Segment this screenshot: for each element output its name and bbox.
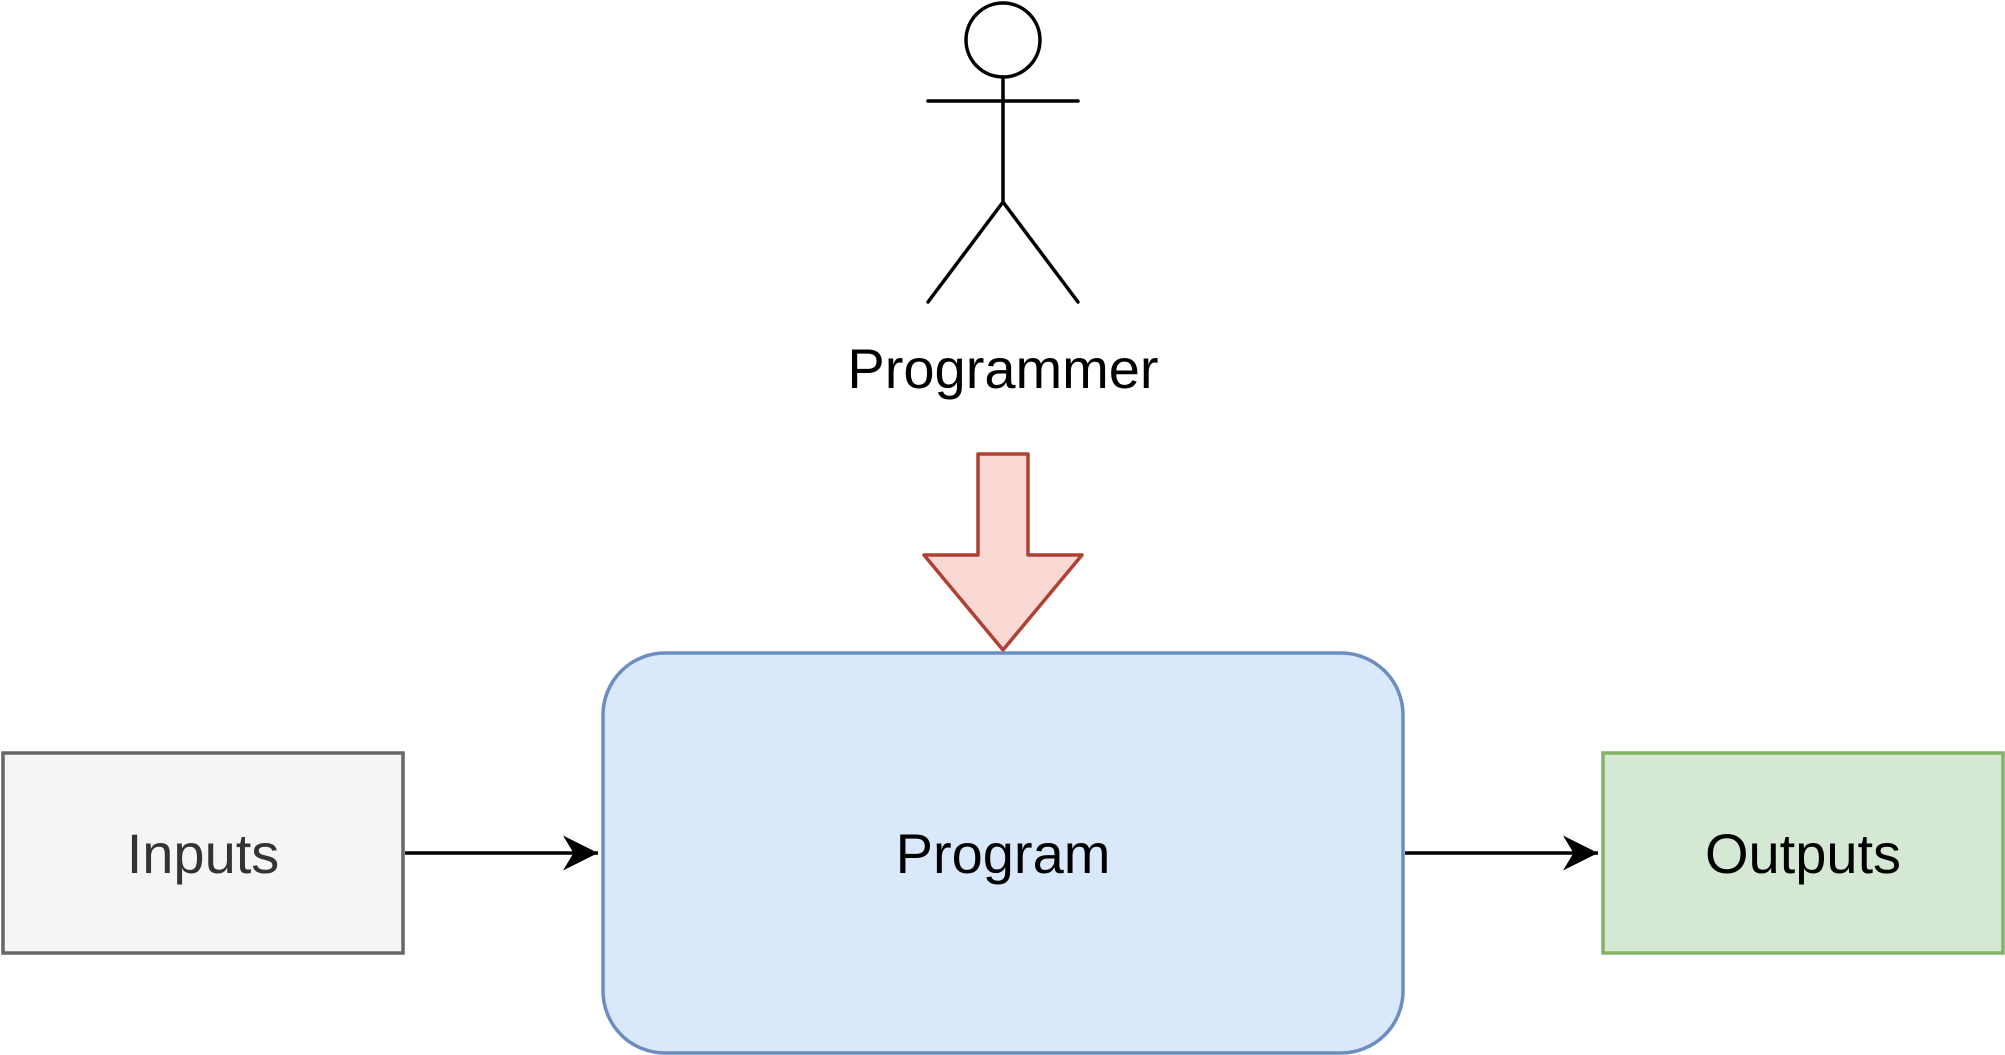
outputs-node: Outputs: [1601, 751, 2005, 955]
inputs-label: Inputs: [127, 822, 280, 885]
block-arrow-down: [922, 452, 1084, 652]
program-node: Program: [601, 651, 1405, 1055]
outputs-label: Outputs: [1705, 822, 1901, 885]
programmer-actor: [926, 1, 1080, 304]
program-box: [601, 651, 1405, 1055]
actor-head: [964, 1, 1042, 79]
actor-right-leg: [1001, 200, 1080, 304]
program-label: Program: [896, 822, 1111, 885]
inputs-box: [1, 751, 405, 955]
actor-left-leg: [926, 200, 1005, 304]
inputs-node: Inputs: [1, 751, 405, 955]
actor-label: Programmer: [847, 337, 1158, 400]
outputs-box: [1601, 751, 2005, 955]
